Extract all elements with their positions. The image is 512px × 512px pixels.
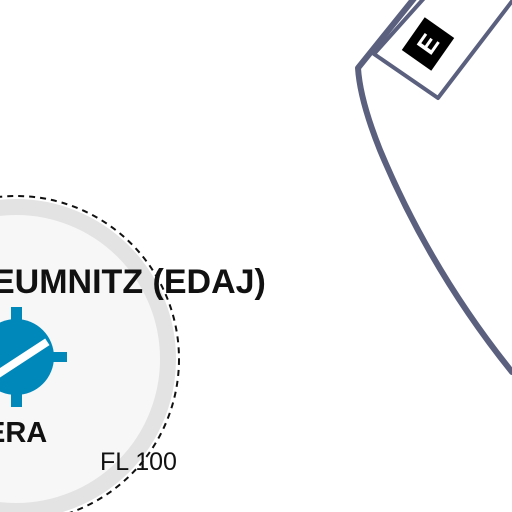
runway-marker	[0, 338, 50, 378]
airspace-class-label: ERA	[0, 417, 47, 449]
airfield-tick-right	[52, 352, 67, 362]
airspace-sector-inner-boundary	[372, 0, 512, 100]
airfield-tick-bottom	[11, 393, 22, 407]
airport-name: EUMNITZ (EDAJ)	[0, 263, 266, 301]
airspace-class-badge: E	[401, 17, 455, 71]
upper-limit-label: FL 100	[100, 448, 177, 476]
airfield-tick-top	[11, 307, 22, 321]
airport-zone-ring	[0, 199, 176, 512]
airspace-sector-outer-boundary	[355, 0, 512, 375]
airspace-sector[interactable]: E	[355, 0, 512, 375]
airport-zone[interactable]: EUMNITZ (EDAJ) ERA FL 100	[0, 195, 266, 512]
airfield-icon[interactable]	[0, 307, 67, 407]
